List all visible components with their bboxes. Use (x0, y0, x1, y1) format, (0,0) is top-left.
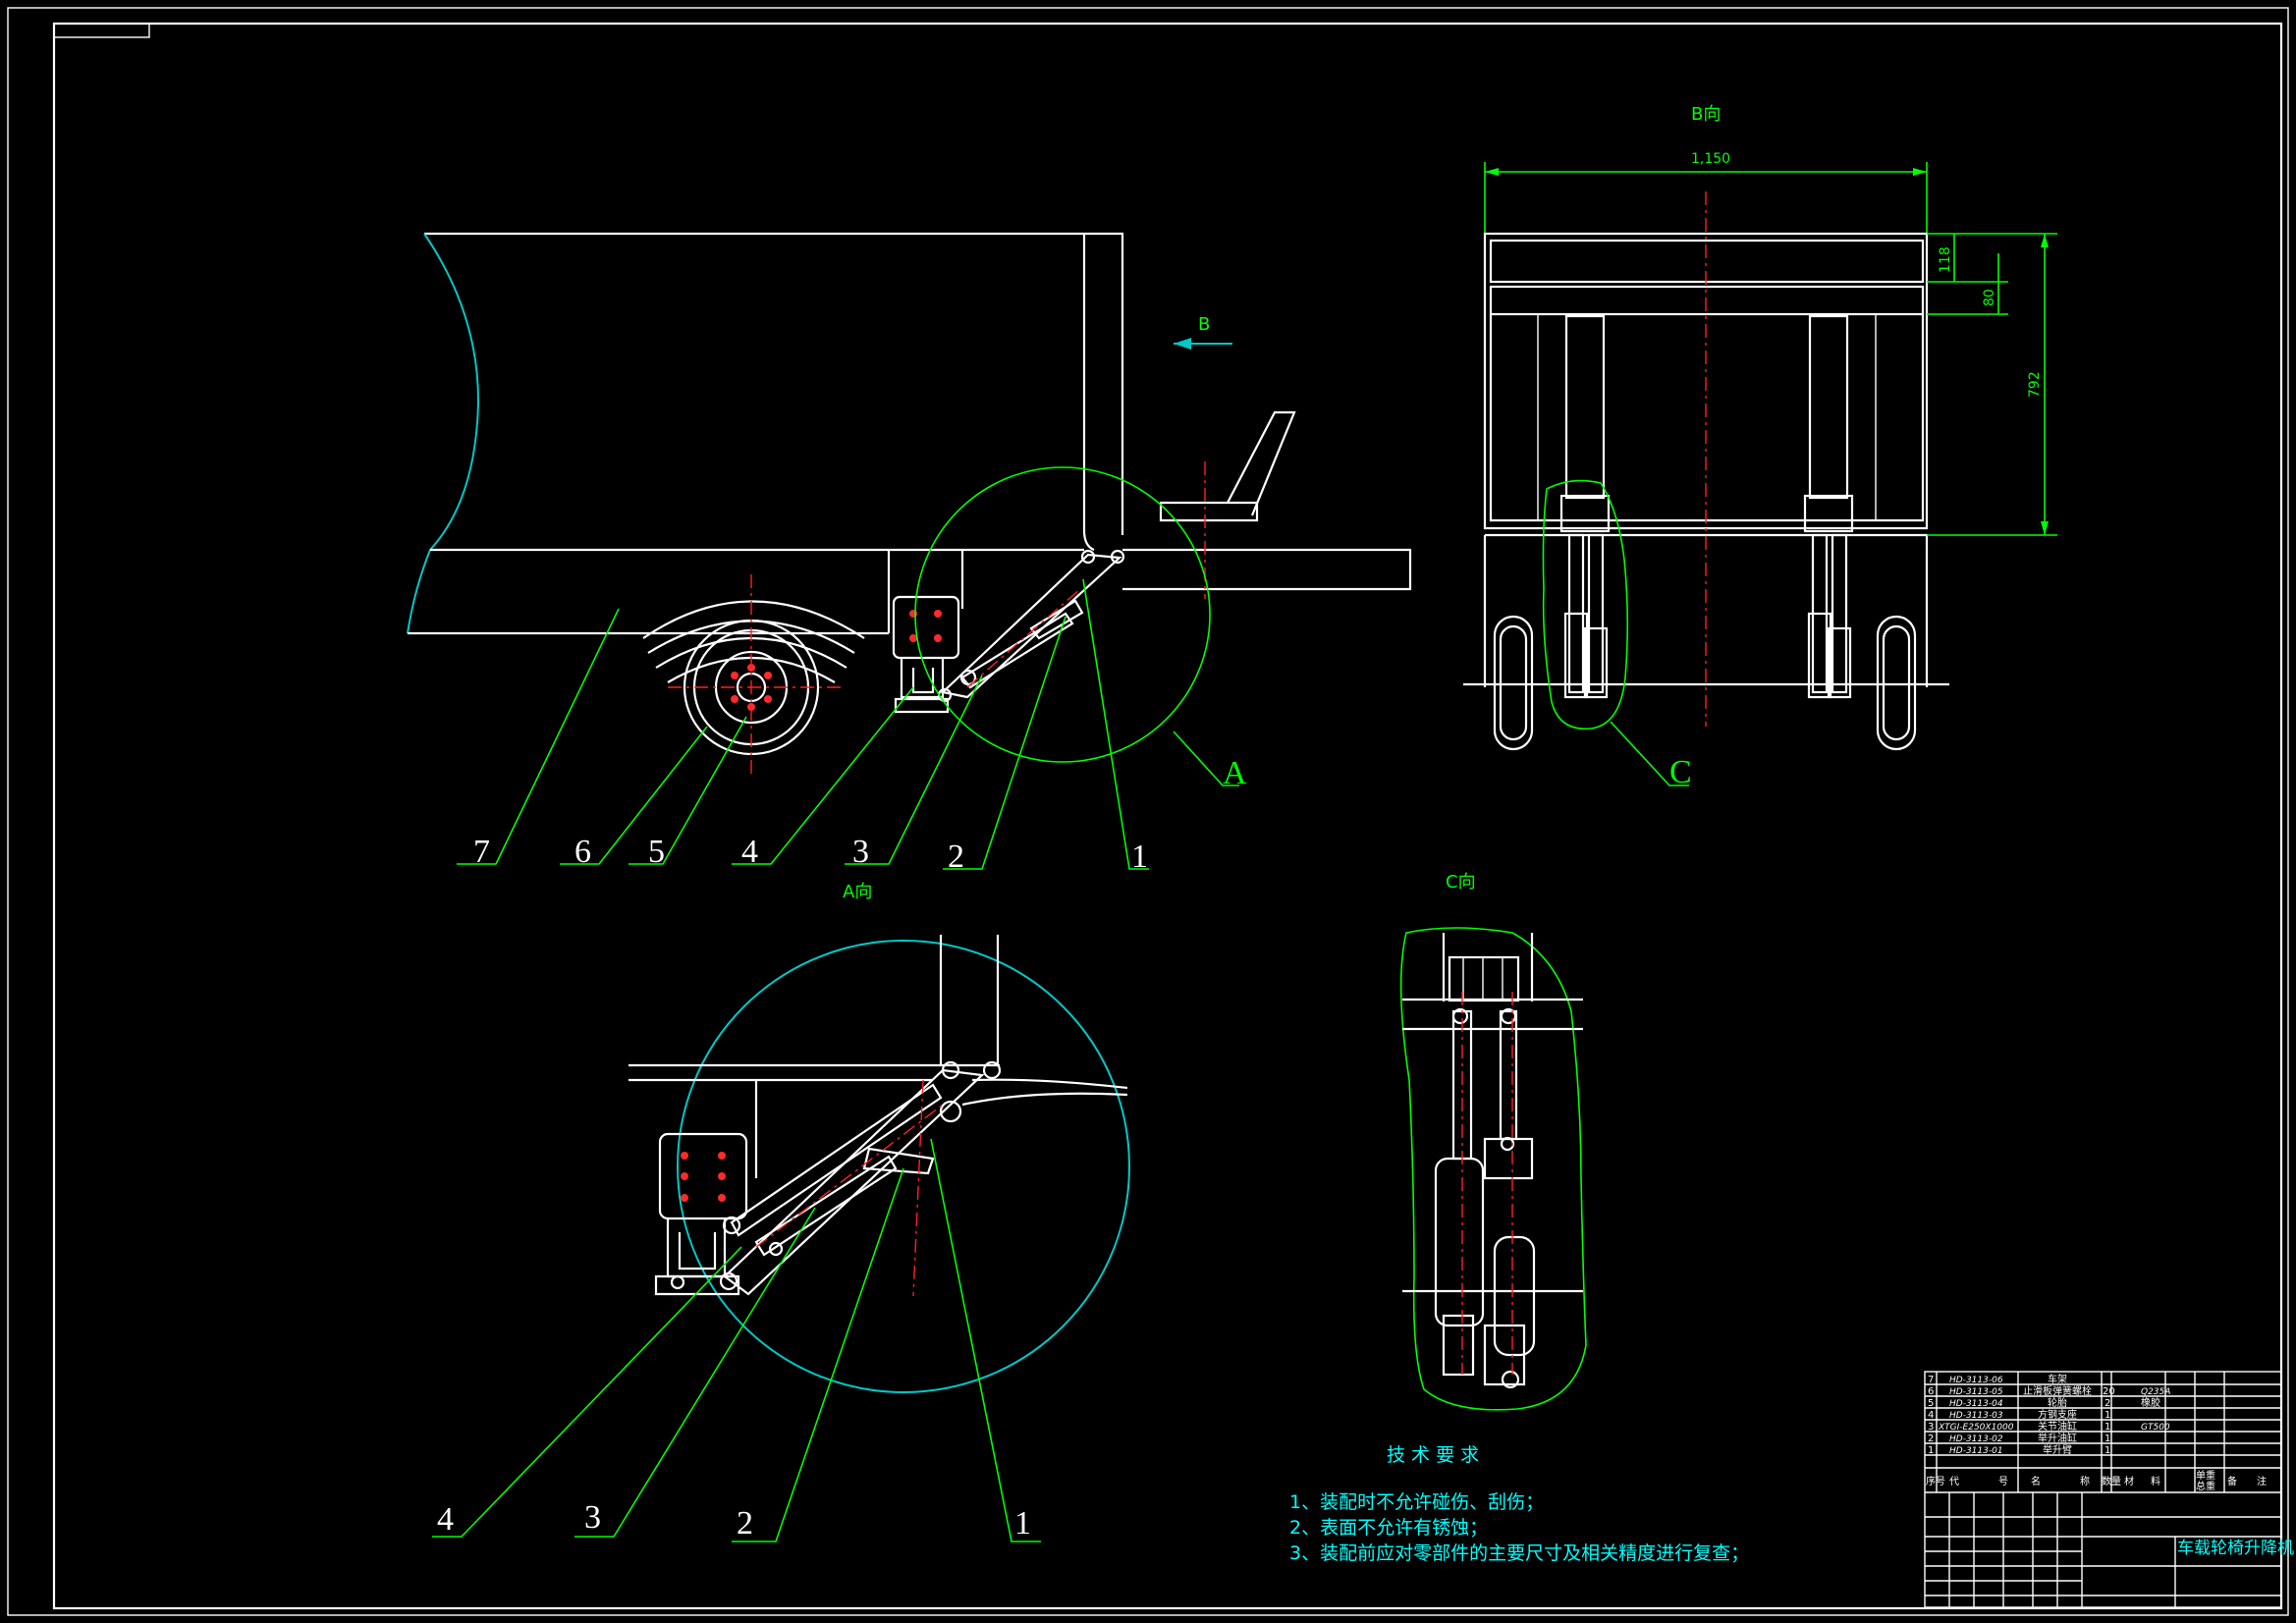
bom-name-2: 举升油缸 (2038, 1432, 2077, 1444)
title-block: 7 HD-3113-06 车架 6 HD-3113-05 止滑板弹簧螺栓 20 … (1924, 1371, 2294, 1608)
bom-header-0: 序号 (1926, 1475, 1945, 1488)
bom-qty-2: 1 (2105, 1434, 2110, 1444)
dim-792: 792 (2027, 371, 2043, 398)
b-view-title: B向 (1691, 104, 1721, 125)
bom-qty-1: 1 (2105, 1445, 2110, 1456)
dim-118: 118 (1938, 246, 1953, 273)
main-label-5: 5 (648, 834, 665, 870)
bom-header-8: 单重 (2196, 1469, 2215, 1482)
bom-no-7: 7 (1928, 1375, 1934, 1385)
drawing-title: 车载轮椅升降机 (2177, 1539, 2294, 1558)
bom-no-5: 5 (1928, 1398, 1934, 1409)
main-label-6: 6 (574, 834, 591, 870)
tech-item-1: 1、装配时不允许碰伤、刮伤； (1289, 1491, 1544, 1513)
tech-title: 技 术 要 求 (1387, 1444, 1479, 1466)
dim-80: 80 (1982, 289, 1997, 306)
callout-a-label: A (1223, 755, 1247, 791)
b-arrow-label: B (1198, 314, 1210, 335)
outer-border (7, 7, 2289, 1616)
bom-code-5: HD-3113-04 (1949, 1399, 2003, 1409)
bom-material-5: 橡胶 (2141, 1396, 2160, 1409)
callout-c-label: C (1669, 754, 1692, 790)
bom-header-4: 称 (2080, 1475, 2090, 1488)
bom-qty-5: 2 (2105, 1398, 2110, 1409)
bom-name-5: 轮胎 (2048, 1396, 2067, 1409)
a-view: A向 (629, 882, 1130, 1393)
bom-code-6: HD-3113-05 (1949, 1387, 2003, 1397)
main-label-4: 4 (741, 834, 758, 870)
bom-name-6: 止滑板弹簧螺栓 (2023, 1384, 2092, 1397)
bom-header-2: 号 (1998, 1476, 2008, 1488)
main-leaders: 7 6 5 4 3 2 1 A (457, 578, 1247, 875)
bom-code-2: HD-3113-02 (1949, 1434, 2003, 1444)
bom-code-3: XTGI-E250X1000 (1938, 1423, 2014, 1433)
corner-box (53, 23, 150, 38)
bom-header-6: 材 (2124, 1475, 2134, 1488)
main-label-3: 3 (852, 834, 869, 870)
bom-header-11: 注 (2257, 1475, 2267, 1488)
tech-item-3: 3、装配前应对零部件的主要尺寸及相关精度进行复查； (1289, 1542, 1749, 1564)
detail-label-1: 1 (1014, 1505, 1031, 1542)
bom-name-1: 举升臂 (2043, 1443, 2072, 1456)
b-view: B向 1,150 (1463, 104, 2057, 790)
tech-requirements: 技 术 要 求 1、装配时不允许碰伤、刮伤； 2、表面不允许有锈蚀； 3、装配前… (1289, 1444, 1749, 1564)
bom-no-2: 2 (1928, 1434, 1934, 1444)
bom-code-1: HD-3113-01 (1949, 1446, 2003, 1456)
dim-width: 1,150 (1691, 151, 1730, 167)
bom-material-6: Q235A (2141, 1387, 2170, 1397)
tech-item-2: 2、表面不允许有锈蚀； (1289, 1517, 1488, 1539)
main-label-7: 7 (473, 834, 490, 870)
detail-label-2: 2 (737, 1505, 753, 1542)
bom-header-9: 总重 (2196, 1480, 2215, 1492)
c-view: C向 (1399, 872, 1587, 1411)
bom-qty-3: 1 (2105, 1422, 2110, 1433)
bom-qty-6: 20 (2103, 1386, 2115, 1397)
detail-label-4: 4 (437, 1501, 454, 1538)
bom-no-4: 4 (1928, 1410, 1934, 1421)
bom-code-4: HD-3113-03 (1949, 1411, 2003, 1421)
bom-no-1: 1 (1928, 1445, 1934, 1456)
bom-no-6: 6 (1928, 1386, 1934, 1397)
bom-no-3: 3 (1928, 1422, 1934, 1433)
bom-header-3: 名 (2031, 1475, 2041, 1488)
bom-name-4: 方钢支座 (2038, 1408, 2077, 1421)
bom-name-3: 关节油缸 (2038, 1420, 2077, 1433)
inner-border (52, 22, 2283, 1610)
bom-header-10: 备 (2227, 1475, 2237, 1488)
main-side-view (407, 232, 1412, 776)
bom-name-7: 车架 (2048, 1373, 2067, 1385)
main-label-1: 1 (1131, 839, 1148, 875)
bom-qty-4: 1 (2105, 1410, 2110, 1421)
detail-label-3: 3 (584, 1499, 601, 1536)
bom-material-3: GT500 (2141, 1423, 2170, 1433)
detail-leaders: 4 3 2 1 (432, 1138, 1041, 1542)
bom-header-7: 料 (2151, 1475, 2160, 1488)
a-view-title: A向 (843, 882, 872, 902)
c-view-title: C向 (1446, 872, 1476, 893)
bom-header-5: 数量 (2102, 1475, 2121, 1488)
main-label-2: 2 (948, 839, 964, 875)
bom-header-1: 代 (1949, 1476, 1959, 1488)
bom-code-7: HD-3113-06 (1949, 1376, 2003, 1385)
